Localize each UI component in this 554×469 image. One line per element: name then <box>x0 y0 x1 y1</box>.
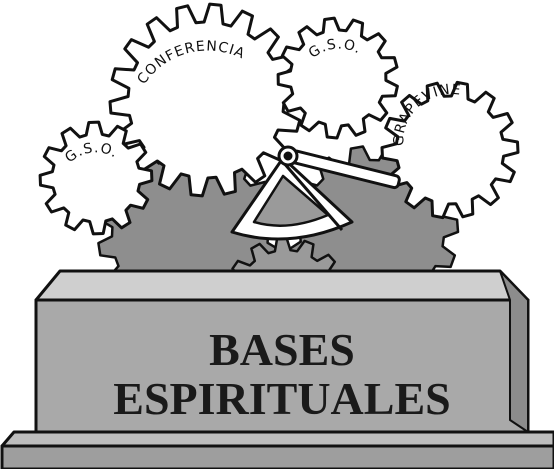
gso-left-gear <box>38 120 154 236</box>
pedestal-base <box>0 444 554 469</box>
pedestal-right-side <box>499 270 529 433</box>
pedestal-base-top <box>0 430 554 448</box>
white-gears <box>38 2 520 236</box>
gso-right-gear <box>276 16 399 140</box>
conferencia-gear <box>108 2 304 198</box>
grapevine-gear <box>380 80 520 220</box>
pedestal-top <box>34 269 530 302</box>
pedestal-title-line2: ESPIRITUALES <box>113 373 450 424</box>
pedestal-title-line1: BASES <box>209 324 355 375</box>
sextant-icon <box>230 145 401 241</box>
stone-pedestal <box>0 269 554 469</box>
